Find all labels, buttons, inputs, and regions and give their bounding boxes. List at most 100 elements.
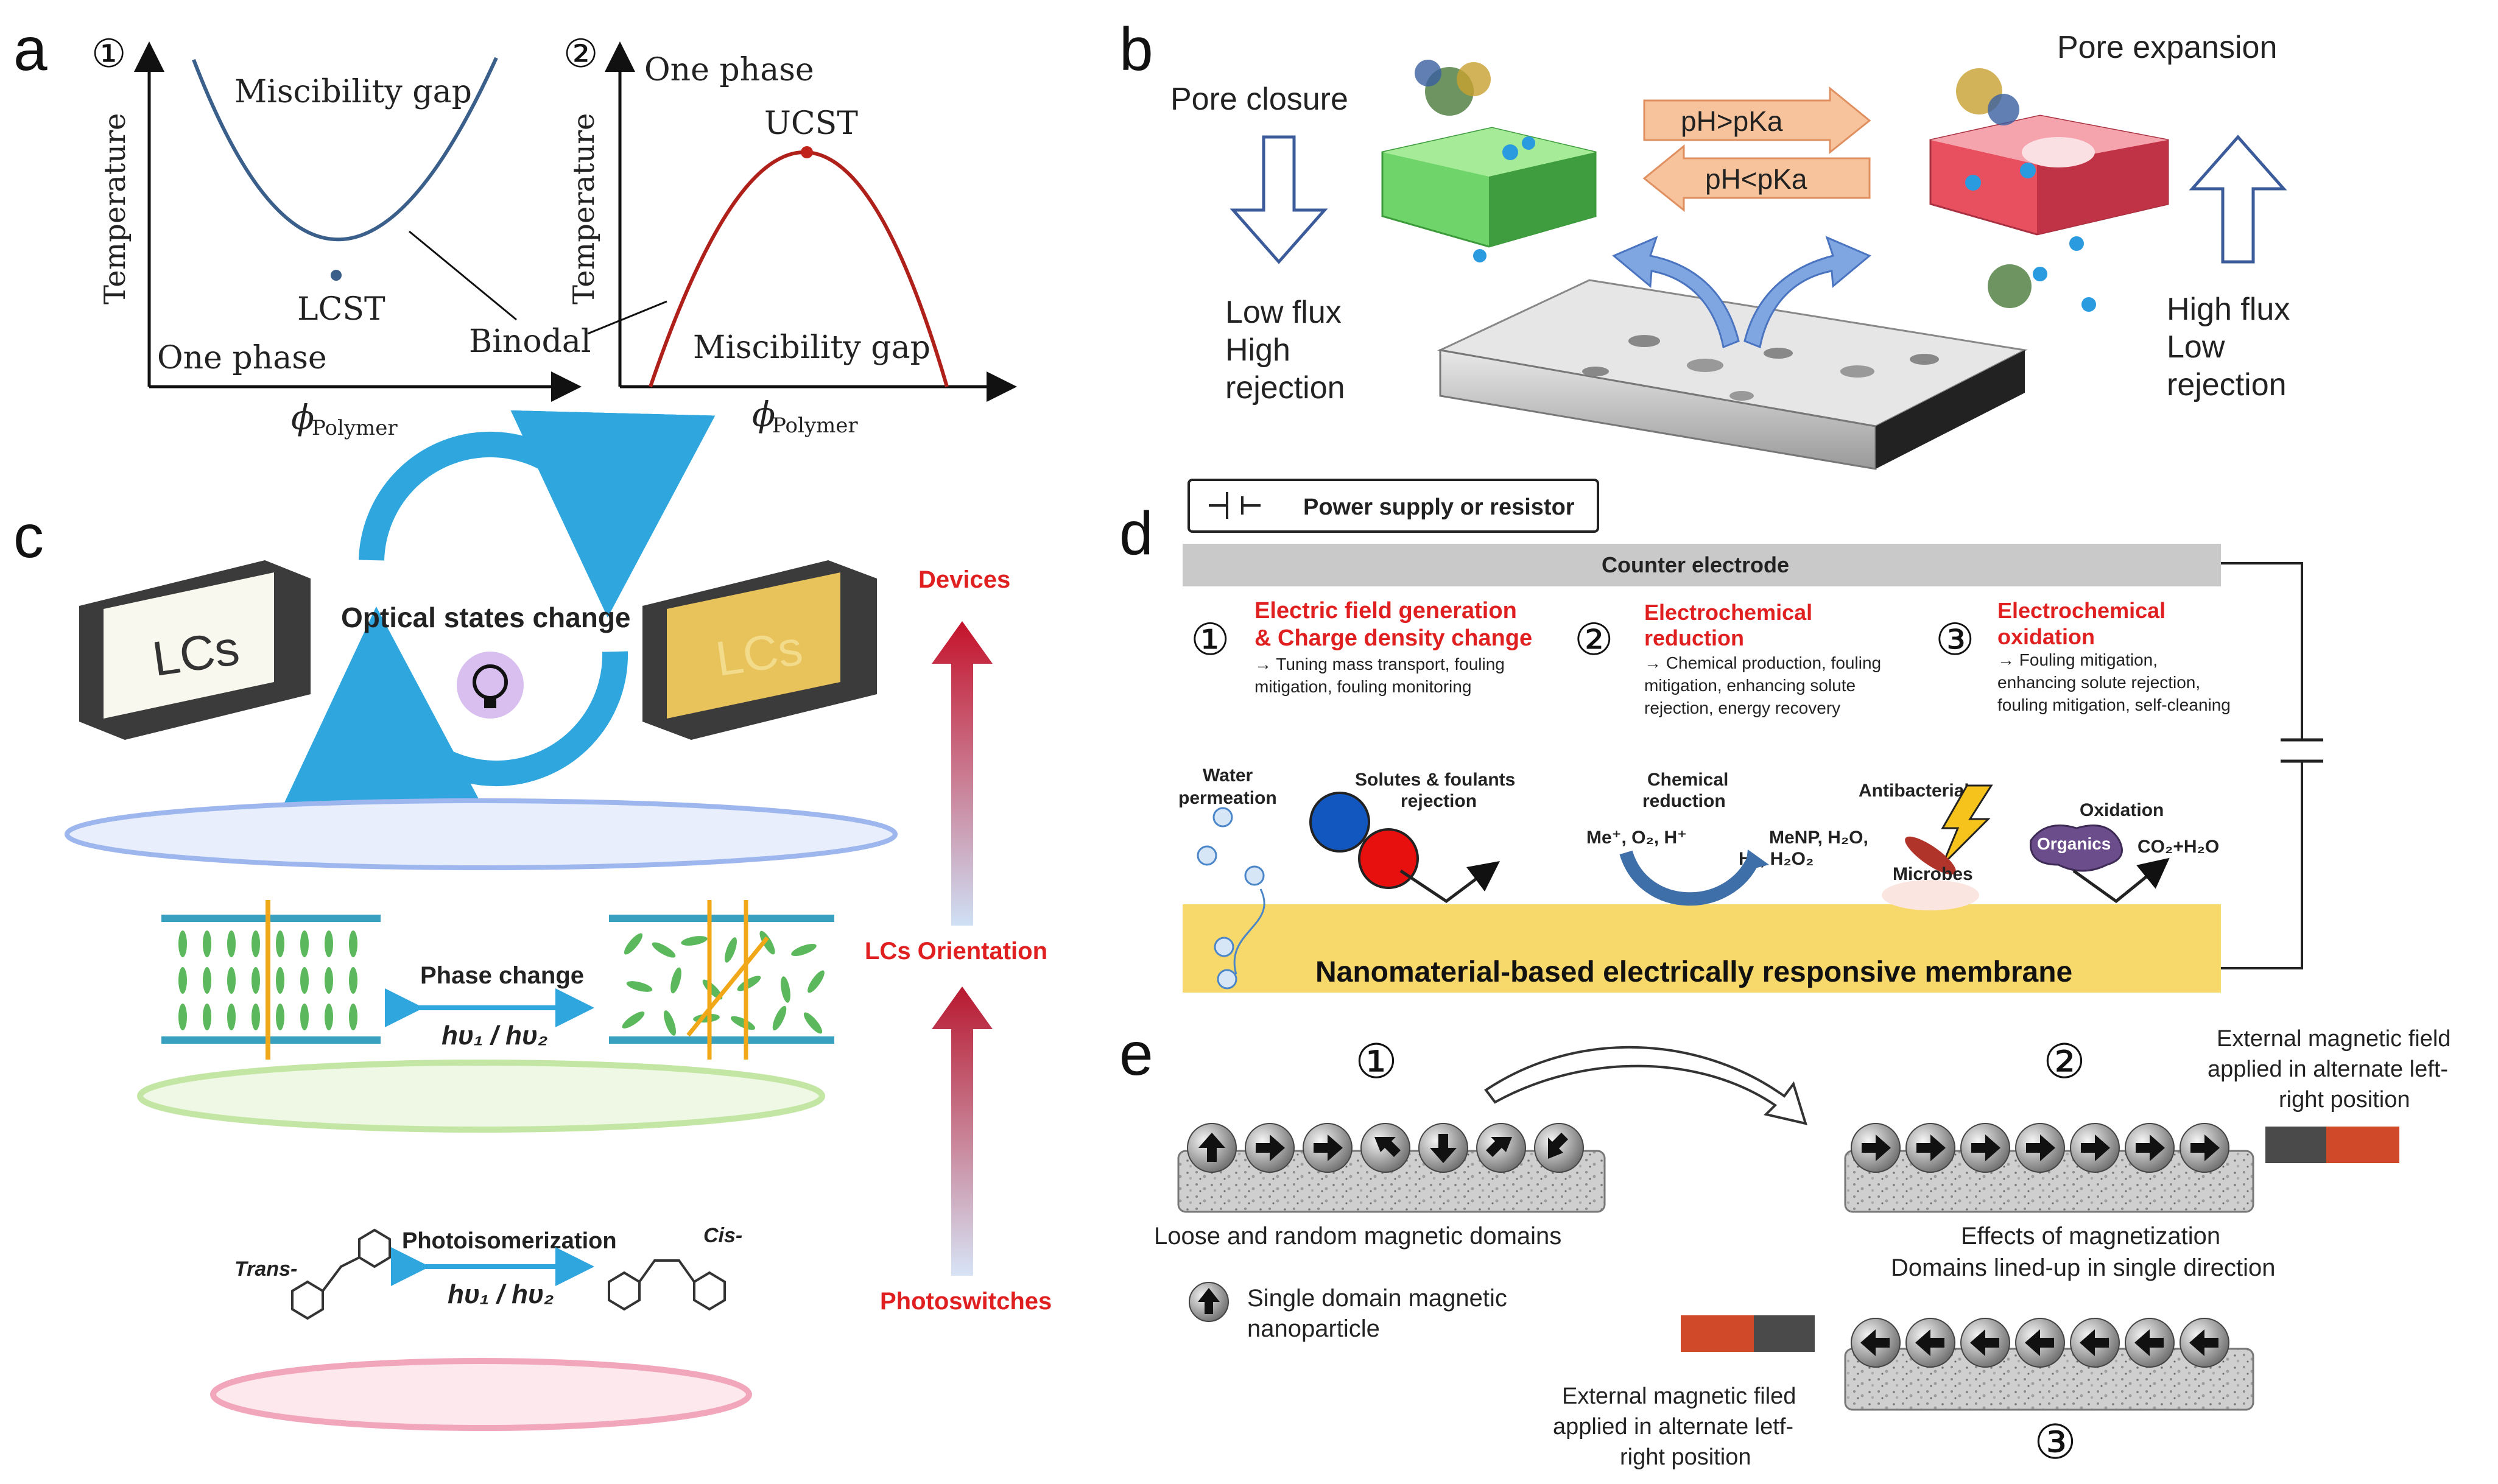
svg-text:Water: Water (1203, 765, 1253, 786)
devices-label: Devices (918, 566, 1010, 593)
panel-b: b Pore closure Pore expansion pH>pKa pH<… (1119, 15, 2290, 470)
legend-single-domain: Single domain magnetic nanoparticle (1189, 1282, 1507, 1342)
lcst-plot: ① Miscibility gap LCST One phase Tempera… (91, 32, 582, 440)
optical-cycle: Optical states change (279, 410, 716, 814)
svg-text:Domains lined-up in single dir: Domains lined-up in single direction (1891, 1254, 2275, 1281)
pore-expansion-label: Pore expansion (2057, 30, 2277, 65)
svg-text:Solutes & foulants: Solutes & foulants (1355, 770, 1515, 790)
lightning-icon (1941, 784, 1993, 866)
panel-b-letter: b (1119, 15, 1153, 83)
membrane-label: Nanomaterial-based electrically responsi… (1315, 956, 2072, 988)
lc-block-clear: LCs (79, 560, 311, 740)
right-result-text: High flux Low rejection (2167, 292, 2290, 403)
antibacterial: Antibacterial Microbes (1859, 781, 1993, 910)
region-miscibility-gap: Miscibility gap (234, 74, 472, 110)
state-3-number: ③ (2034, 1415, 2077, 1470)
panel-c: c LCs LCs Optical states change (13, 410, 1052, 1431)
red-open-gate (1929, 68, 2169, 312)
counter-electrode (1183, 544, 2221, 586)
svg-text:right position: right position (2279, 1087, 2410, 1113)
cis-azobenzene (608, 1259, 726, 1311)
svg-text:LCs: LCs (712, 621, 806, 686)
svg-text:permeation: permeation (1178, 788, 1277, 808)
x-axis-subscript: Polymer (772, 413, 858, 438)
svg-text:Low: Low (2167, 329, 2225, 365)
binodal-label: Binodal (469, 323, 591, 360)
region-miscibility-gap: Miscibility gap (693, 329, 931, 366)
cis-label: Cis- (703, 1224, 742, 1247)
svg-text:enhancing solute rejection,: enhancing solute rejection, (1997, 673, 2200, 692)
svg-text:applied in alternate left-: applied in alternate left- (2208, 1057, 2448, 1082)
flow-arrow-left (1612, 236, 1740, 349)
mechanism-1: ① Electric field generation & Charge den… (1191, 598, 1532, 696)
transition-arrow (1484, 1046, 1807, 1125)
up-arrow-lower (932, 986, 993, 1276)
panel-e-letter: e (1119, 1020, 1153, 1088)
svg-text:MeNP, H₂O,: MeNP, H₂O, (1769, 828, 1868, 848)
svg-text:LCs: LCs (149, 621, 242, 686)
lc-disordered (609, 900, 834, 1060)
lcst-point (331, 270, 342, 281)
lcs-orientation-label: LCs Orientation (865, 938, 1047, 965)
up-arrow-upper (932, 621, 993, 926)
svg-text:→ Fouling mitigation,: → Fouling mitigation, (1997, 650, 2158, 669)
svg-text:reduction: reduction (1642, 791, 1726, 811)
circuit-wire-bottom (2221, 761, 2303, 969)
svg-text:rejection: rejection (1401, 791, 1477, 811)
oxidation: Oxidation Organics CO₂+H₂O (2030, 800, 2219, 904)
photoisomerization-label: Photoisomerization (402, 1228, 617, 1254)
loose-domains-label: Loose and random magnetic domains (1154, 1223, 1561, 1250)
ext-field-top-label: External magnetic field applied in alter… (2208, 1026, 2451, 1113)
trans-label: Trans- (234, 1257, 297, 1281)
panel-d-letter: d (1119, 499, 1153, 568)
y-axis-label: Temperature (98, 113, 132, 304)
svg-text:nanoparticle: nanoparticle (1247, 1315, 1380, 1342)
svg-text:→ Tuning mass transport, fouli: → Tuning mass transport, fouling (1254, 655, 1505, 673)
ph-high-arrow (1643, 86, 1871, 155)
svg-text:→ Chemical production, fouling: → Chemical production, fouling (1644, 653, 1881, 672)
x-axis-symbol: ϕ (752, 395, 775, 435)
svg-text:Oxidation: Oxidation (2080, 800, 2164, 820)
svg-text:High flux: High flux (2167, 292, 2290, 327)
ph-low-label: pH<pKa (1705, 163, 1807, 195)
power-supply-label: Power supply or resistor (1303, 494, 1575, 520)
mechanism-2: ② Electrochemical reduction → Chemical p… (1574, 600, 1881, 717)
svg-text:applied in alternate letf-: applied in alternate letf- (1553, 1414, 1793, 1440)
magnet-bottom-icon (1681, 1315, 1815, 1352)
region-one-phase: One phase (157, 340, 327, 376)
bacteria-icon (1905, 836, 1956, 875)
svg-text:right position: right position (1620, 1444, 1751, 1470)
trans-azobenzene (291, 1228, 391, 1320)
chemical-reduction: Chemical reduction Me⁺, O₂, H⁺ MeNP, H₂O… (1586, 770, 1868, 906)
region-one-phase: One phase (644, 52, 814, 88)
light-label-phase: hυ₁ / hυ₂ (442, 1021, 548, 1050)
pink-disc (210, 1358, 752, 1431)
green-disc (137, 1060, 825, 1133)
lc-ordered (161, 900, 381, 1060)
x-axis-subscript: Polymer (312, 416, 398, 440)
solutes-rejection: Solutes & foulants rejection (1309, 770, 1515, 904)
svg-text:rejection: rejection (1225, 370, 1345, 406)
svg-text:Organics: Organics (2037, 834, 2111, 853)
svg-text:Low flux: Low flux (1225, 295, 1342, 330)
svg-text:Electrochemical: Electrochemical (1997, 598, 2166, 623)
ph-high-label: pH>pKa (1681, 105, 1783, 137)
y-axis-label: Temperature (567, 113, 601, 304)
ucst-label: UCST (764, 105, 858, 142)
svg-text:reduction: reduction (1644, 625, 1744, 650)
reduction-arrow (1619, 850, 1761, 906)
svg-text:fouling mitigation, self-clean: fouling mitigation, self-cleaning (1997, 695, 2231, 714)
svg-text:& Charge density change: & Charge density change (1254, 625, 1532, 651)
svg-text:②: ② (1574, 614, 1614, 665)
left-result-text: Low flux High rejection (1225, 295, 1345, 406)
panel-a: a ① Miscibility gap LCST One phase Tempe… (13, 15, 1017, 440)
svg-text:Microbes: Microbes (1893, 864, 1973, 884)
state-2-number: ② (2043, 1035, 2086, 1089)
svg-text:Chemical: Chemical (1647, 770, 1728, 790)
svg-text:Antibacterial: Antibacterial (1859, 781, 1969, 801)
panel-e: e ① ② ③ Loose and random magnetic domain… (1119, 1020, 2451, 1470)
svg-text:③: ③ (1935, 614, 1975, 665)
binodal-leader-right (587, 300, 667, 335)
svg-text:CO₂+H₂O: CO₂+H₂O (2137, 837, 2219, 857)
state-2-aligned: Effects of magnetization Domains lined-u… (1844, 1123, 2275, 1281)
